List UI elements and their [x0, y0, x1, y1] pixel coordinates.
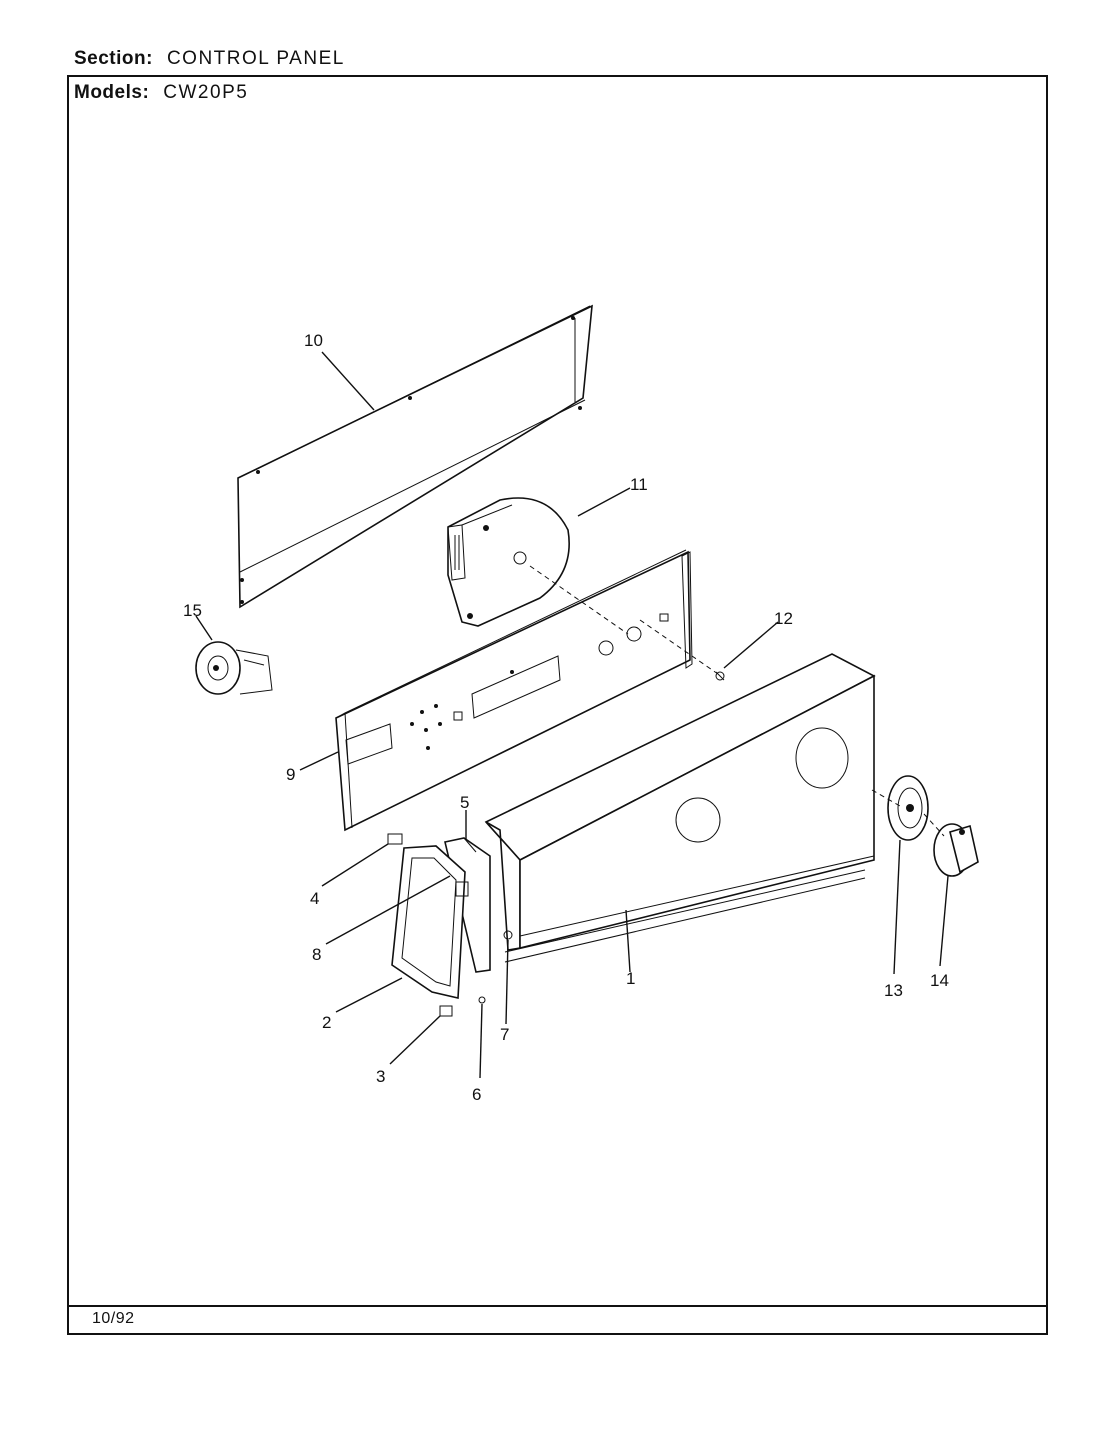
- footer-date: 10/92: [92, 1310, 135, 1327]
- callout-7: 7: [500, 1025, 509, 1044]
- part-1-console: [484, 653, 876, 963]
- part-10-rear-shield: [237, 304, 593, 609]
- part-9-control-panel: [335, 549, 693, 832]
- part-6-screw: [478, 996, 486, 1004]
- part-3-clip: [439, 1005, 453, 1017]
- callout-2: 2: [322, 1013, 331, 1032]
- part-7-screw: [503, 930, 513, 940]
- callout-8: 8: [312, 945, 321, 964]
- callout-10: 10: [304, 331, 323, 350]
- leader-lines: [195, 351, 949, 1079]
- part-2-end-cap: [391, 845, 466, 999]
- callout-9: 9: [286, 765, 295, 784]
- callout-3: 3: [376, 1067, 385, 1086]
- callout-4: 4: [310, 889, 319, 908]
- callout-13: 13: [884, 981, 903, 1000]
- assembly-dash-lines: [529, 565, 945, 837]
- section-header: Section: CONTROL PANEL: [74, 48, 345, 70]
- callout-labels: 10 11 12 15 9 5 4 8 2 3 6 7 1 13 14: [183, 331, 949, 1104]
- callout-11: 11: [630, 475, 648, 494]
- models-header: Models: CW20P5: [74, 82, 248, 104]
- part-4-clip: [387, 833, 403, 845]
- section-label: Section:: [74, 48, 153, 69]
- callout-5: 5: [460, 793, 469, 812]
- callout-14: 14: [930, 971, 949, 990]
- callout-1: 1: [626, 969, 635, 988]
- part-11-timer: [447, 497, 570, 627]
- footer-rule: [67, 1305, 1048, 1307]
- models-value: CW20P5: [163, 82, 249, 103]
- section-value: CONTROL PANEL: [166, 48, 345, 69]
- part-15-switch: [195, 641, 273, 695]
- part-8-bracket: [455, 881, 469, 897]
- callout-12: 12: [774, 609, 793, 628]
- part-14-knob: [933, 823, 979, 877]
- models-label: Models:: [74, 82, 150, 103]
- callout-6: 6: [472, 1085, 481, 1104]
- callout-15: 15: [183, 601, 202, 620]
- part-13-knob-skirt: [887, 775, 929, 841]
- diagram-frame: [67, 75, 1048, 1335]
